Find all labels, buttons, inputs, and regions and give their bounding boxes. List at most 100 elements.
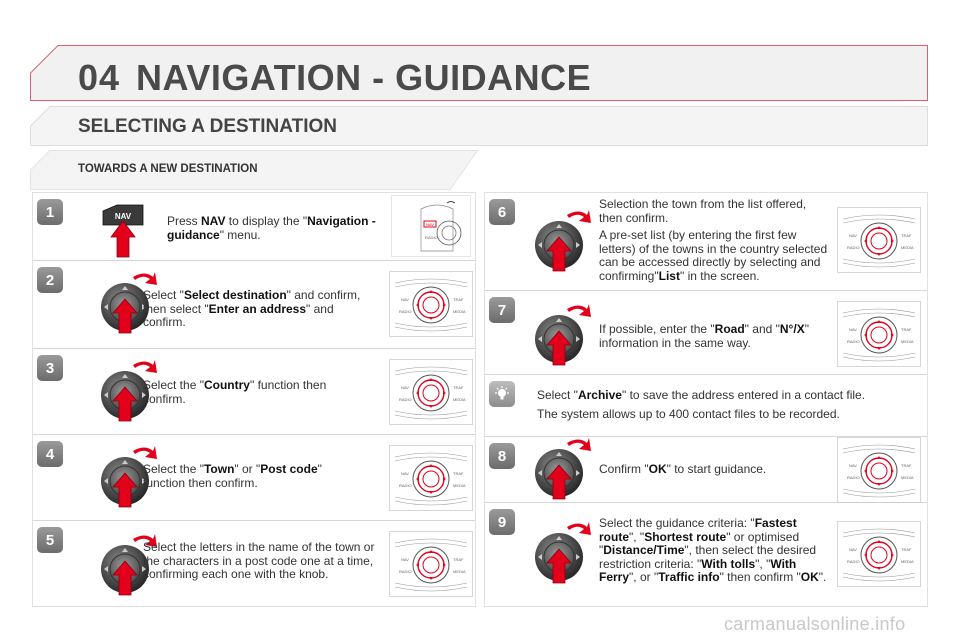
bold-term: Country bbox=[203, 378, 250, 392]
step-instruction: Select the "Town" or "Post code" functio… bbox=[143, 462, 363, 490]
tip-lightbulb-icon bbox=[489, 381, 515, 407]
media-label: MEDIA bbox=[901, 339, 914, 344]
subheader: SELECTING A DESTINATION bbox=[30, 106, 928, 146]
subheader-banner bbox=[30, 106, 928, 146]
subheader-title: SELECTING A DESTINATION bbox=[78, 116, 337, 137]
radio-label: RADIO bbox=[399, 569, 412, 574]
step-instruction: Press NAV to display the "Navigation - g… bbox=[167, 214, 387, 242]
radio-label: RADIO bbox=[399, 309, 412, 314]
text-fragment: " to save the address entered in a conta… bbox=[621, 388, 866, 402]
section-header: TOWARDS A NEW DESTINATION bbox=[30, 150, 478, 190]
nav-panel-illustration: NAV RADIO bbox=[391, 195, 471, 257]
nav-label-small: NAV bbox=[426, 222, 434, 227]
bold-term: Navigation - guidance bbox=[167, 214, 376, 242]
step-row: 9 Select the guidance criteria: "Fastest… bbox=[485, 503, 927, 607]
section-banner bbox=[30, 150, 478, 190]
step-number-badge: 2 bbox=[37, 267, 63, 293]
step-number-badge: 5 bbox=[37, 527, 63, 553]
text-fragment: " information in the same way. bbox=[599, 322, 809, 350]
step-number-badge: 3 bbox=[37, 355, 63, 381]
bold-term: Road bbox=[714, 322, 745, 336]
watermark: carmanualsonline.info bbox=[724, 614, 906, 634]
text-fragment: " then confirm " bbox=[719, 570, 801, 584]
radio-label: RADIO bbox=[425, 235, 438, 240]
bold-term: Enter an address bbox=[208, 301, 307, 316]
bold-term: With Ferry bbox=[599, 556, 797, 584]
bold-term: N°/X bbox=[779, 322, 805, 336]
text-fragment: Select the " bbox=[143, 462, 204, 476]
text-fragment: Select the letters in the name of the to… bbox=[143, 540, 375, 581]
text-fragment: " function then confirm. bbox=[143, 378, 327, 406]
bold-term: Post code bbox=[260, 462, 318, 476]
media-label: MEDIA bbox=[453, 309, 466, 314]
media-label: MEDIA bbox=[453, 569, 466, 574]
left-steps-panel: 1 NAV Press NAV to display the "Navigati… bbox=[32, 192, 476, 607]
nav-label-small: NAV bbox=[401, 557, 409, 562]
bold-term: Archive bbox=[577, 388, 622, 402]
rotary-knob-icon bbox=[531, 517, 591, 587]
step-instruction: Select "Select destination" and confirm,… bbox=[143, 288, 378, 330]
nav-label-small: NAV bbox=[849, 327, 857, 332]
step-instruction: Selection the town from the list offered… bbox=[599, 197, 829, 283]
rotary-knob-icon bbox=[531, 205, 591, 275]
nav-button-icon: NAV bbox=[102, 204, 144, 258]
step-number-badge: 7 bbox=[489, 297, 515, 323]
chapter-header: 04 NAVIGATION - GUIDANCE bbox=[30, 45, 928, 101]
right-steps-panel: 6 Selection the town from the list offer… bbox=[484, 192, 928, 607]
instruction-paragraph: A pre-set list (by entering the first fe… bbox=[599, 228, 829, 283]
bold-term: With tolls bbox=[701, 556, 756, 571]
nav-label-small: NAV bbox=[401, 471, 409, 476]
bold-term: Shortest route bbox=[644, 529, 727, 544]
bold-term: Fastest route bbox=[599, 516, 797, 544]
text-fragment: Select " bbox=[537, 388, 578, 402]
radio-label: RADIO bbox=[847, 475, 860, 480]
rotary-knob-icon bbox=[531, 433, 591, 503]
text-fragment: Select the " bbox=[143, 378, 204, 392]
text-fragment: " menu. bbox=[219, 227, 261, 242]
page-title: NAVIGATION - GUIDANCE bbox=[136, 57, 592, 98]
step-number-badge: 6 bbox=[489, 199, 515, 225]
radio-label: RADIO bbox=[399, 397, 412, 402]
text-fragment: Select the guidance criteria: " bbox=[599, 516, 755, 530]
media-label: MEDIA bbox=[453, 397, 466, 402]
traf-label: TRAF bbox=[453, 471, 464, 476]
step-row: 2 Select "Select destination" and confir… bbox=[33, 261, 475, 349]
step-row: 4 Select the "Town" or "Post code" funct… bbox=[33, 435, 475, 521]
text-fragment: " function then confirm. bbox=[143, 462, 322, 490]
step-number-badge: 8 bbox=[489, 443, 515, 469]
bold-term: OK bbox=[648, 462, 667, 476]
bold-term: List bbox=[658, 268, 680, 283]
step-number-badge: 4 bbox=[37, 441, 63, 467]
media-label: MEDIA bbox=[901, 559, 914, 564]
instruction-paragraph: The system allows up to 400 contact file… bbox=[537, 406, 840, 421]
traf-label: TRAF bbox=[901, 233, 912, 238]
traf-label: TRAF bbox=[901, 547, 912, 552]
header-banner bbox=[30, 45, 928, 101]
nav-label-small: NAV bbox=[849, 463, 857, 468]
nav-label-small: NAV bbox=[849, 547, 857, 552]
step-number-badge: 1 bbox=[37, 199, 63, 225]
traf-label: TRAF bbox=[453, 385, 464, 390]
tip-text: Select "Archive" to save the address ent… bbox=[537, 388, 917, 421]
text-fragment: " and confirm, then select " bbox=[143, 288, 361, 316]
bold-term: NAV bbox=[201, 214, 226, 228]
nav-button-label: NAV bbox=[115, 212, 132, 221]
rotary-knob-icon bbox=[531, 299, 591, 369]
bold-term: Town bbox=[203, 462, 235, 476]
text-fragment: ", " bbox=[755, 556, 771, 571]
nav-label-small: NAV bbox=[849, 233, 857, 238]
traf-label: TRAF bbox=[453, 297, 464, 302]
text-fragment: Confirm " bbox=[599, 462, 649, 476]
bold-term: Select destination bbox=[183, 288, 287, 302]
text-fragment: " and " bbox=[744, 322, 780, 336]
nav-label-small: NAV bbox=[401, 297, 409, 302]
media-label: MEDIA bbox=[453, 483, 466, 488]
bold-term: OK bbox=[800, 570, 819, 584]
tip-row: Select "Archive" to save the address ent… bbox=[485, 375, 927, 437]
